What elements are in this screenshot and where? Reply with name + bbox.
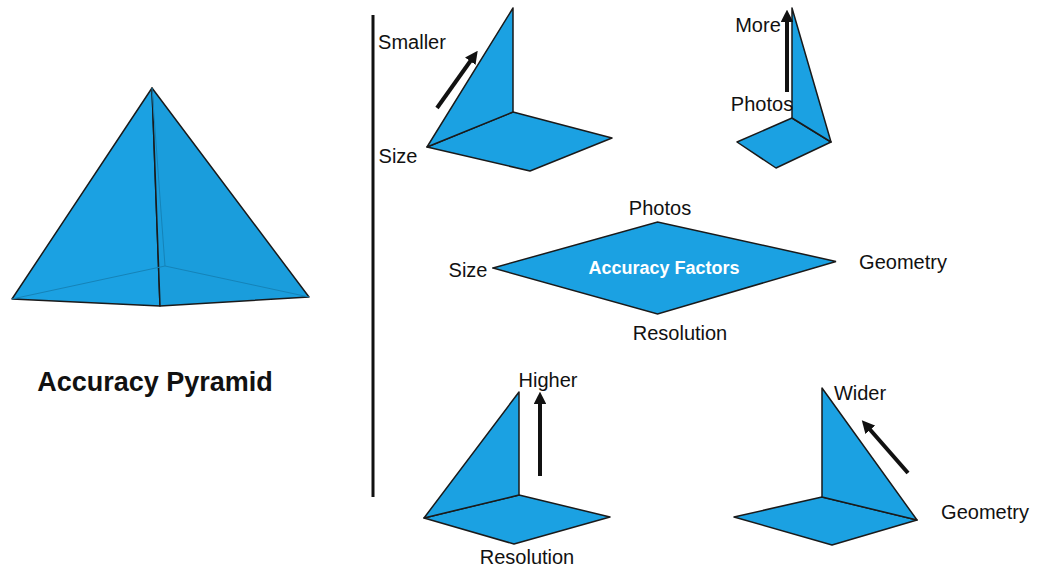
direction-arrow xyxy=(538,398,542,476)
factor-label: Size xyxy=(449,259,488,282)
factor-label: Photos xyxy=(629,197,691,220)
factor-label: Resolution xyxy=(480,546,575,569)
direction-arrow xyxy=(785,16,789,92)
diamond-outline xyxy=(493,222,836,314)
factor-diamond: Accuracy Factors xyxy=(492,221,837,315)
diamond-title: Accuracy Factors xyxy=(588,258,739,279)
direction-arrow xyxy=(437,56,474,108)
figure-caption: Accuracy Pyramid xyxy=(37,367,273,398)
factor-label: Photos xyxy=(731,93,793,116)
direction-arrow xyxy=(866,425,908,473)
factor-label: Wider xyxy=(834,382,886,405)
divider-line xyxy=(372,15,375,497)
pyramid xyxy=(12,88,309,306)
factor-label: More xyxy=(735,14,781,37)
factor-label: Resolution xyxy=(633,322,728,345)
factor-label: Geometry xyxy=(859,251,947,274)
factor-label: Higher xyxy=(519,369,578,392)
size-face xyxy=(427,8,612,171)
resolution-face xyxy=(424,392,610,544)
geometry-face xyxy=(734,388,917,545)
factor-label: Smaller xyxy=(378,31,446,54)
factor-label: Geometry xyxy=(941,501,1029,524)
factor-label: Size xyxy=(379,145,418,168)
